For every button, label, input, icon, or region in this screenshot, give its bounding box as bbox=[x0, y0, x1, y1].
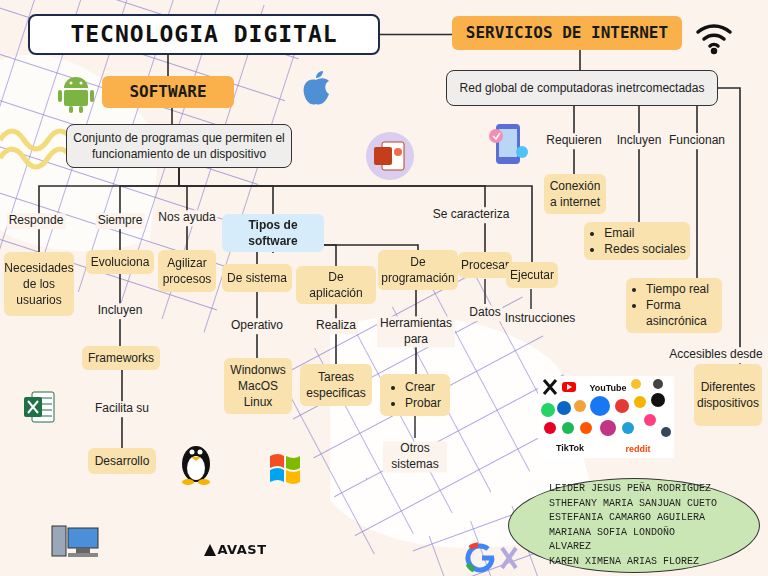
concept-box: Desarrollo bbox=[88, 448, 156, 474]
node-text: TECNOLOGIA DIGITAL bbox=[70, 19, 337, 50]
bullet-item: Forma asincrónica bbox=[646, 297, 718, 329]
bullet-item: Crear bbox=[405, 379, 441, 395]
concept-box: De programación bbox=[378, 250, 458, 290]
note-label: Instrucciones bbox=[503, 311, 578, 327]
edge-label: Funcionan bbox=[667, 133, 727, 149]
bullet-list: Tiempo realForma asincrónica bbox=[630, 281, 718, 330]
node-text: STHEFANY MARIA SANJUAN CUETO bbox=[549, 497, 719, 512]
connector-line bbox=[579, 50, 581, 70]
concept-box: Frameworks bbox=[82, 346, 160, 370]
node-text: Procesar bbox=[461, 257, 509, 273]
node-text: Forma asincrónica bbox=[646, 298, 707, 328]
concept-box: SERVICIOS DE INTERNET bbox=[452, 16, 682, 50]
node-text: SOFTWARE bbox=[129, 81, 206, 103]
note-label: Otros sistemas bbox=[383, 441, 447, 472]
edge-label: Operativo bbox=[229, 318, 285, 334]
concept-box: Ejecutar bbox=[506, 262, 558, 288]
note-label: Datos bbox=[467, 305, 502, 321]
node-text: Email bbox=[604, 226, 634, 240]
connector-line bbox=[179, 168, 532, 262]
edge-label: Incluyen bbox=[615, 133, 664, 149]
edge-label: Requieren bbox=[544, 133, 603, 149]
logo-text: TikTok bbox=[556, 443, 584, 453]
concept-box: De aplicación bbox=[296, 266, 376, 304]
node-text: Desarrollo bbox=[95, 453, 150, 469]
concept-box: Diferentes dispositivos bbox=[694, 364, 762, 426]
node-text: Diferentes dispositivos bbox=[697, 379, 759, 411]
node-text: Tareas especificas bbox=[304, 369, 368, 401]
node-text: Necesidades de los usuarios bbox=[4, 260, 73, 309]
node-text: KAREN XIMENA ARIAS FLOREZ bbox=[549, 555, 719, 570]
concept-box: SOFTWARE bbox=[102, 76, 234, 108]
connector-line bbox=[335, 304, 337, 364]
concept-box: Evoluciona bbox=[86, 250, 154, 274]
connector-line bbox=[120, 168, 179, 250]
node-text: Ejecutar bbox=[510, 267, 554, 283]
edge-label: Siempre bbox=[96, 213, 145, 229]
node-text: De programación bbox=[381, 254, 454, 286]
node-text: SERVICIOS DE INTERNET bbox=[466, 22, 668, 44]
node-text: Tiempo real bbox=[646, 282, 709, 296]
node-text: Crear bbox=[405, 380, 435, 394]
node-text: Evoluciona bbox=[91, 254, 150, 270]
concept-box: Conjunto de programas que permiten el fu… bbox=[66, 124, 292, 168]
concept-box: De sistema bbox=[222, 264, 292, 292]
concept-box: CrearProbar bbox=[380, 374, 450, 416]
connector-line bbox=[179, 168, 273, 214]
concept-box: Tareas especificas bbox=[300, 364, 372, 406]
concept-box: Procesar bbox=[458, 252, 512, 278]
edge-label: Accesibles desde bbox=[667, 347, 764, 363]
node-text: Tipos de software bbox=[226, 217, 320, 249]
concept-box: Tiempo realForma asincrónica bbox=[626, 278, 722, 333]
edge-label: Nos ayuda bbox=[156, 210, 217, 226]
concept-box: EmailRedes sociales bbox=[584, 222, 690, 260]
node-text: LEIDER JESUS PEÑA RODRIGUEZ bbox=[549, 482, 719, 497]
node-text: Conjunto de programas que permiten el fu… bbox=[71, 130, 287, 162]
node-text: Probar bbox=[405, 396, 441, 410]
connector-line bbox=[167, 55, 169, 76]
connector-line bbox=[696, 106, 698, 278]
edge-label: Responde bbox=[7, 213, 66, 229]
concept-box: Red global de computadoras inetrcomectad… bbox=[446, 70, 718, 106]
logo-text: YouTube bbox=[589, 383, 626, 393]
concept-box: TECNOLOGIA DIGITAL bbox=[28, 14, 380, 55]
node-text: MARIANA SOFIA LONDOÑO ALVAREZ bbox=[549, 526, 719, 555]
node-text: ESTEFANIA CAMARGO AGUILERA bbox=[549, 511, 719, 526]
bullet-item: Probar bbox=[405, 395, 441, 411]
logo-text: reddit bbox=[625, 444, 650, 454]
concept-box: Tipos de software bbox=[222, 214, 324, 252]
edge-label: Herramientas para bbox=[377, 316, 455, 347]
bullet-item: Tiempo real bbox=[646, 281, 718, 297]
logo-text: AVAST bbox=[217, 542, 266, 557]
edge-label: Facilita su bbox=[93, 401, 151, 417]
connector-line bbox=[380, 34, 452, 36]
bullet-item: Email bbox=[604, 225, 685, 241]
concept-box: LEIDER JESUS PEÑA RODRIGUEZSTHEFANY MARI… bbox=[508, 478, 760, 573]
node-text: Conexión a internet bbox=[548, 178, 602, 210]
connector-line bbox=[638, 106, 640, 222]
edge-label: Se caracteriza bbox=[431, 207, 512, 223]
concept-box: Necesidades de los usuarios bbox=[4, 252, 74, 316]
concept-box: Conexión a internet bbox=[544, 174, 606, 214]
node-text: Agilizar procesos bbox=[162, 255, 212, 287]
bullet-list: EmailRedes sociales bbox=[588, 225, 685, 257]
node-text: De aplicación bbox=[300, 269, 372, 301]
concept-box: Agilizar procesos bbox=[158, 250, 216, 292]
connector-line bbox=[179, 168, 187, 250]
node-text: Redes sociales bbox=[604, 242, 685, 256]
connector-line bbox=[171, 108, 173, 124]
node-text: Windonws MacOS Linux bbox=[228, 362, 288, 411]
node-text: De sistema bbox=[227, 270, 287, 286]
edge-label: Incluyen bbox=[96, 303, 145, 319]
node-text: Red global de computadoras inetrcomectad… bbox=[460, 80, 705, 96]
node-text: Frameworks bbox=[88, 350, 154, 366]
concept-box: Windonws MacOS Linux bbox=[224, 358, 292, 414]
bullet-item: Redes sociales bbox=[604, 241, 685, 257]
bullet-list: CrearProbar bbox=[389, 379, 441, 411]
edge-label: Realiza bbox=[314, 318, 358, 334]
